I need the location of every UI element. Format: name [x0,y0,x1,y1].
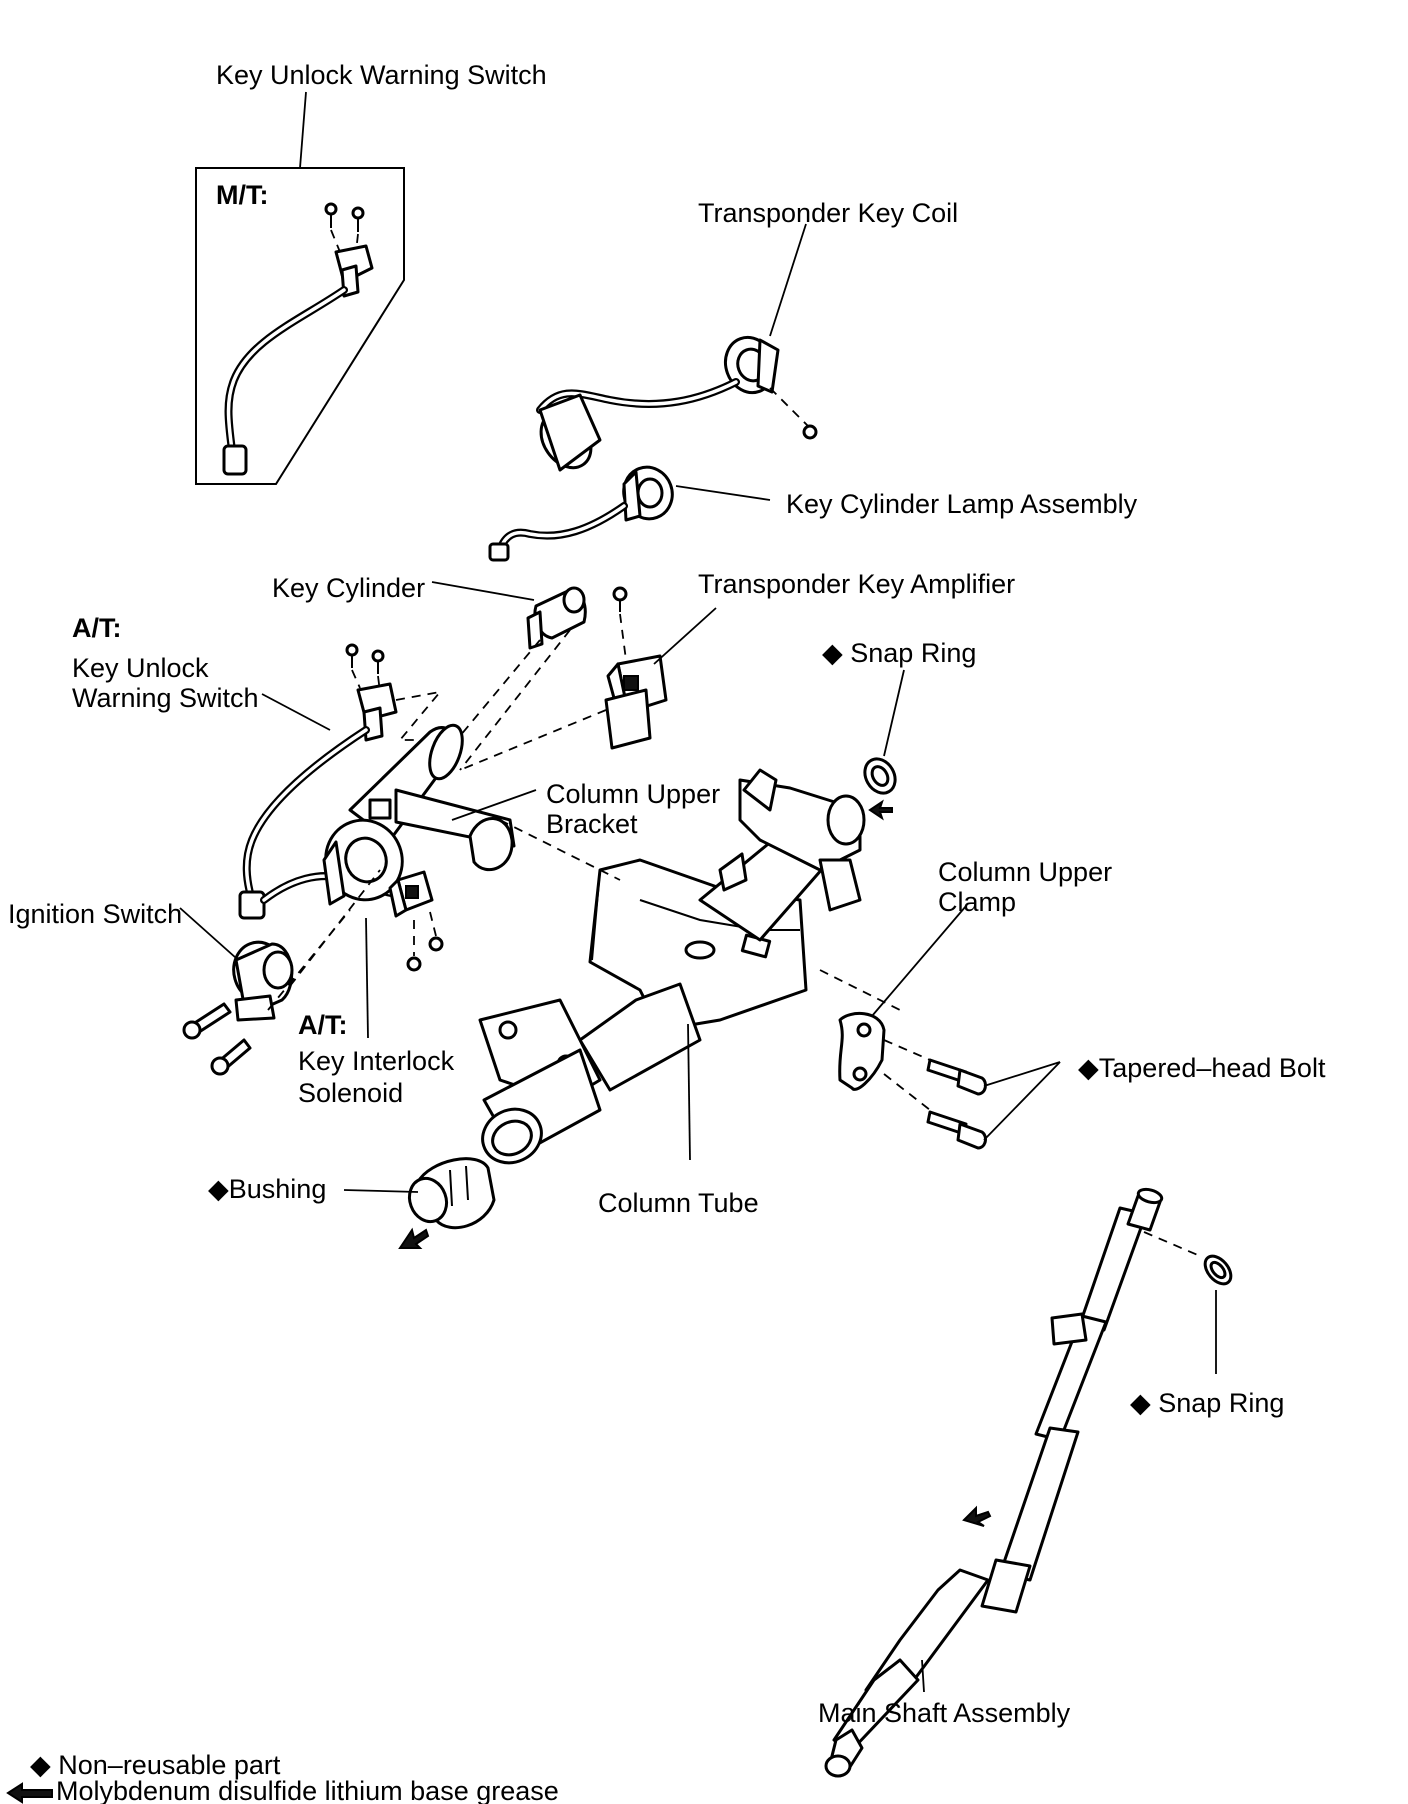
column-tube [478,768,901,1165]
label-column-upper-bracket-line2: Bracket [546,809,638,839]
key-cylinder-lamp-assembly [488,465,771,562]
bushing [343,1157,496,1249]
snap-ring-lower [1203,1254,1233,1374]
ignition-switch [179,869,381,1076]
label-key-interlock-line2: Solenoid [298,1078,403,1108]
label-column-tube: Column Tube [598,1188,759,1218]
label-main-shaft-assembly: Main Shaft Assembly [818,1698,1071,1728]
key-interlock-solenoid [365,870,444,1039]
label-bushing: ◆Bushing [208,1174,326,1204]
label-ignition-switch: Ignition Switch [8,899,182,929]
label-column-upper-bracket-line1: Column Upper [546,779,720,809]
label-column-upper-clamp-line2: Clamp [938,887,1016,917]
mt-tag: M/T: [216,180,268,210]
tapered-head-bolts [926,1058,1061,1150]
main-shaft-assembly [824,1187,1201,1778]
label-column-upper-clamp-line1: Column Upper [938,857,1112,887]
column-upper-bracket [322,723,537,906]
label-key-cylinder-lamp-assembly: Key Cylinder Lamp Assembly [786,489,1138,519]
label-tapered-head-bolt: ◆Tapered–head Bolt [1078,1053,1326,1083]
label-key-cylinder: Key Cylinder [272,573,425,603]
label-key-unlock-warning-switch-mt: Key Unlock Warning Switch [216,60,547,90]
grease-arrow-icon [6,1782,53,1804]
label-snap-ring-lower: ◆ Snap Ring [1130,1388,1284,1418]
label-at-tag-2: A/T: [298,1010,348,1040]
transponder-key-amplifier [459,586,717,771]
label-key-interlock-line1: Key Interlock [298,1046,455,1076]
label-transponder-key-coil: Transponder Key Coil [698,198,958,228]
legend-non-reusable: ◆ Non–reusable part [30,1750,281,1780]
legend-grease: Molybdenum disulfide lithium base grease [56,1776,559,1804]
snap-ring-upper [863,669,905,821]
label-transponder-key-amplifier: Transponder Key Amplifier [698,569,1015,599]
label-snap-ring-upper: ◆ Snap Ring [822,638,976,668]
label-at-tag-1: A/T: [72,613,122,643]
key-cylinder [431,581,587,771]
transponder-key-coil [536,223,818,472]
label-key-unlock-line1: Key Unlock [72,653,209,683]
column-upper-clamp [838,905,967,1111]
legend: ◆ Non–reusable part Molybdenum disulfide… [6,1750,559,1804]
label-key-unlock-line2: Warning Switch [72,683,259,713]
mt-inset-box: M/T: [195,91,405,485]
